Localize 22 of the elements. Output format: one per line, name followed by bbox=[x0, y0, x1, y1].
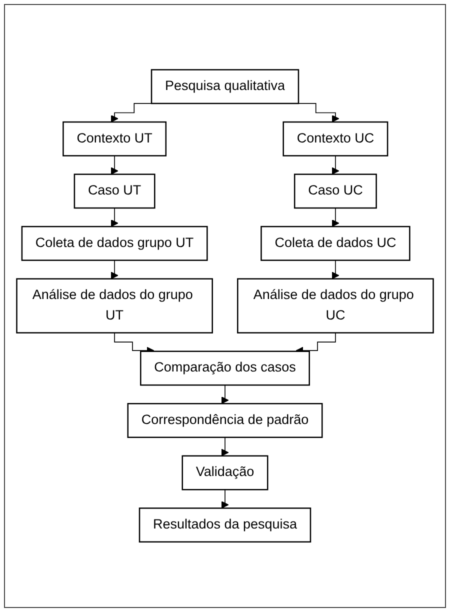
node-box: Caso UC bbox=[294, 174, 377, 209]
arrow bbox=[110, 260, 118, 280]
node-box: Resultados da pesquisa bbox=[138, 508, 312, 543]
node-box: Comparação dos casos bbox=[140, 350, 310, 386]
node-box: Validação bbox=[182, 455, 268, 490]
arrow bbox=[332, 156, 340, 175]
node-box: Análise de dados do grupo UC bbox=[237, 278, 434, 334]
node-box: Contexto UT bbox=[62, 122, 167, 157]
node-box: Contexto UC bbox=[282, 122, 388, 157]
arrow bbox=[332, 260, 340, 280]
arrow bbox=[110, 208, 118, 228]
node-box: Caso UT bbox=[74, 174, 156, 209]
node-box: Pesquisa qualitativa bbox=[150, 69, 300, 104]
node-box: Análise de dados do grupo UT bbox=[16, 278, 213, 334]
arrow bbox=[110, 156, 118, 175]
node-box: Coleta de dados grupo UT bbox=[21, 226, 208, 262]
arrow bbox=[221, 384, 229, 404]
arrow bbox=[332, 208, 340, 228]
arrow bbox=[221, 437, 229, 456]
node-box: Coleta de dados UC bbox=[260, 226, 410, 262]
arrow bbox=[221, 489, 229, 509]
node-box: Correspondência de padrão bbox=[127, 403, 323, 438]
